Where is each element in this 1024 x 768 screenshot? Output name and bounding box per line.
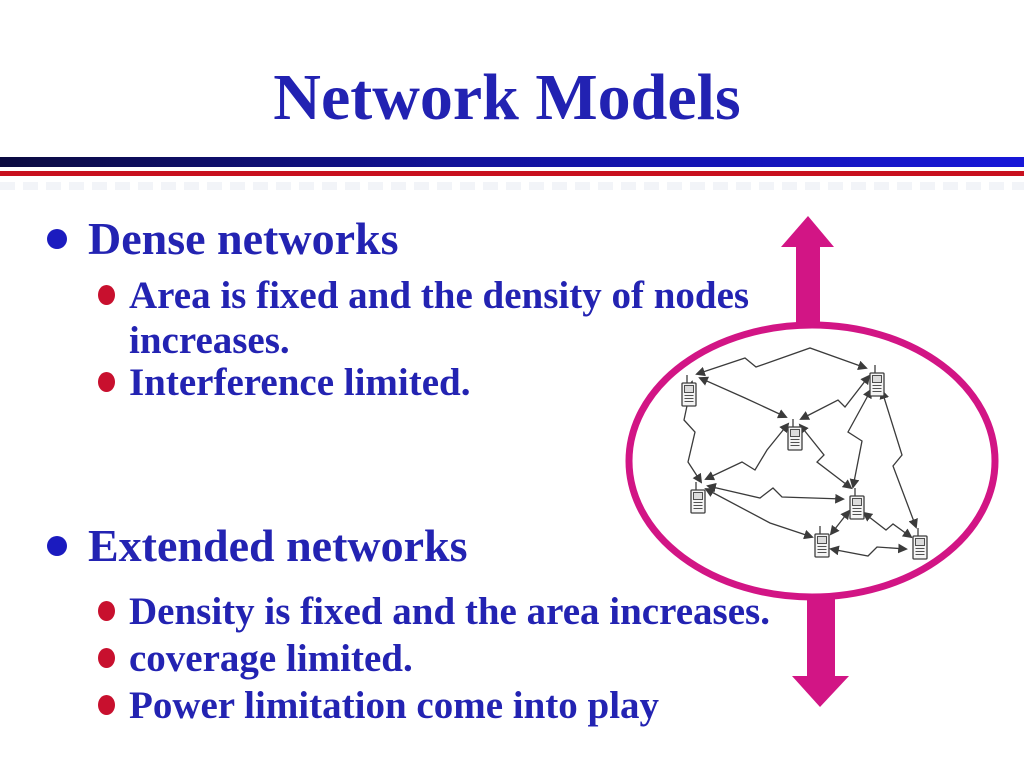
bullet-text: coverage limited. <box>129 637 413 680</box>
link-line <box>829 509 851 536</box>
bullet-item-extended-networks: Extended networks <box>47 519 468 573</box>
level2-bullet-icon <box>98 695 115 715</box>
bullet-item-power-limitation: Power limitation come into play <box>98 683 659 728</box>
expand-up-arrow-icon <box>781 216 834 327</box>
bullet-item-coverage-limited: coverage limited. <box>98 636 413 681</box>
link-line <box>862 511 913 539</box>
level2-bullet-icon <box>98 648 115 668</box>
expand-down-arrow-icon <box>792 596 849 707</box>
network-boundary-ellipse <box>625 321 999 601</box>
bullet-text: Power limitation come into play <box>129 684 660 727</box>
link-line <box>695 347 868 377</box>
bullet-item-density-fixed: Density is fixed and the area increases. <box>98 589 770 634</box>
link-line <box>798 423 853 490</box>
separator-gradient-line <box>0 157 1024 167</box>
mobile-phone-icon <box>690 482 706 514</box>
link-line <box>704 488 814 540</box>
separator-red-line <box>0 171 1024 176</box>
mobile-phone-icon <box>787 419 803 451</box>
link-line <box>698 376 788 419</box>
bullet-item-area-fixed: Area is fixed and the density of nodes i… <box>98 273 749 363</box>
link-line <box>847 388 872 489</box>
network-diagram-svg <box>625 216 999 707</box>
link-line <box>829 543 908 557</box>
slide-title: Network Models <box>273 61 741 134</box>
link-line <box>683 380 703 484</box>
link-line <box>704 422 790 481</box>
bullet-text: Area is fixed and the density of nodes i… <box>129 274 750 362</box>
level2-bullet-icon <box>98 372 115 392</box>
network-diagram <box>600 196 1024 730</box>
level2-bullet-icon <box>98 285 115 305</box>
level2-bullet-icon <box>98 601 115 621</box>
bullet-item-dense-networks: Dense networks <box>47 212 398 266</box>
mobile-nodes <box>681 365 928 560</box>
bullet-text: Interference limited. <box>129 361 471 404</box>
level1-bullet-icon <box>47 229 67 249</box>
bullet-text: Density is fixed and the area increases. <box>129 590 770 633</box>
bullet-text: Extended networks <box>88 520 468 571</box>
link-line <box>879 389 918 529</box>
separator-dots <box>0 182 1024 190</box>
level1-bullet-icon <box>47 536 67 556</box>
mobile-phone-icon <box>849 488 865 520</box>
bullet-item-interference: Interference limited. <box>98 360 470 405</box>
mobile-phone-icon <box>814 526 830 558</box>
bullet-text: Dense networks <box>88 213 399 264</box>
mobile-phone-icon <box>681 375 697 407</box>
node-links <box>683 347 918 557</box>
mobile-phone-icon <box>869 365 885 397</box>
mobile-phone-icon <box>912 528 928 560</box>
